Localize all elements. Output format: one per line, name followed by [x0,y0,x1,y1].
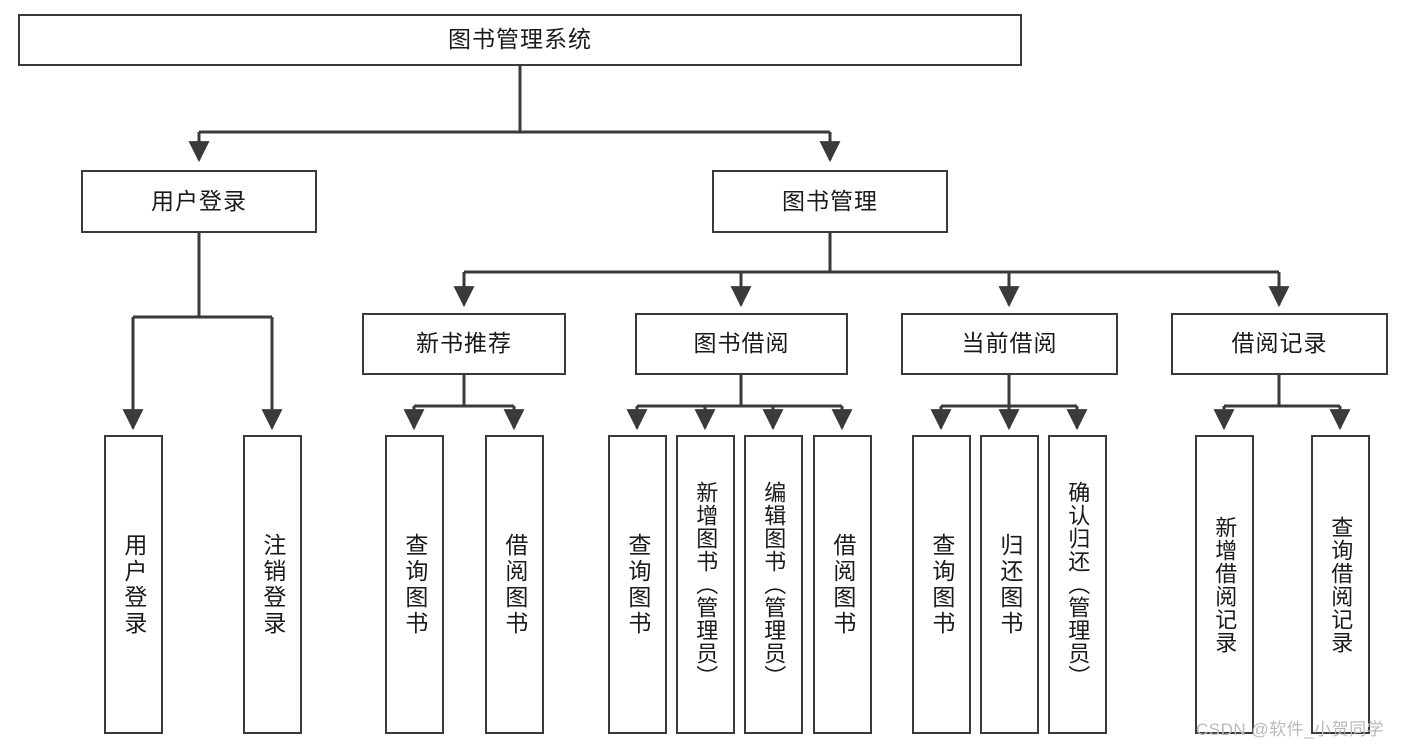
node-label: 查询图书 [624,532,651,637]
node-label: 查询图书 [401,532,428,637]
csdn-watermark: CSDN @软件_小贺同学 [1196,720,1385,739]
leaf-current-borrow-query-book[interactable]: 查询图书 [912,435,971,734]
node-root-book-management-system[interactable]: 图书管理系统 [18,14,1022,66]
leaf-book-borrow-add-book-admin[interactable]: 新增图书（管理员） [676,435,735,734]
node-label: 借阅图书 [501,532,528,637]
node-current-borrow[interactable]: 当前借阅 [901,313,1118,375]
leaf-book-borrow-query-book[interactable]: 查询图书 [608,435,667,734]
node-borrow-record[interactable]: 借阅记录 [1171,313,1388,375]
node-label: 图书管理 [782,187,878,214]
leaf-current-borrow-return-book[interactable]: 归还图书 [980,435,1039,734]
leaf-new-book-borrow-book[interactable]: 借阅图书 [485,435,544,734]
node-label: 用户登录 [151,187,247,214]
node-new-book-recommend[interactable]: 新书推荐 [362,313,566,375]
node-label: 图书借阅 [693,330,790,357]
node-label: 新增图书（管理员） [693,481,719,688]
node-label: 用户登录 [120,532,147,637]
node-label: 查询借阅记录 [1328,515,1354,654]
leaf-current-borrow-confirm-return-admin[interactable]: 确认归还（管理员） [1048,435,1107,734]
leaf-user-login-login[interactable]: 用户登录 [104,435,163,734]
node-label: 确认归还（管理员） [1065,481,1091,688]
leaf-user-login-logout[interactable]: 注销登录 [243,435,302,734]
node-label: 新书推荐 [416,330,512,357]
node-label: 借阅图书 [829,532,856,637]
leaf-borrow-record-query-record[interactable]: 查询借阅记录 [1311,435,1370,734]
leaf-book-borrow-borrow-book[interactable]: 借阅图书 [813,435,872,734]
node-book-management[interactable]: 图书管理 [712,170,948,233]
node-label: 查询图书 [928,532,955,637]
node-book-borrow[interactable]: 图书借阅 [635,313,848,375]
node-label: 归还图书 [996,532,1023,637]
node-user-login[interactable]: 用户登录 [81,170,317,233]
leaf-book-borrow-edit-book-admin[interactable]: 编辑图书（管理员） [744,435,803,734]
leaf-new-book-query-book[interactable]: 查询图书 [385,435,444,734]
node-label: 编辑图书（管理员） [761,481,787,688]
leaf-borrow-record-add-record[interactable]: 新增借阅记录 [1195,435,1254,734]
node-label: 新增借阅记录 [1212,515,1238,654]
node-label: 借阅记录 [1231,330,1328,357]
node-label: 图书管理系统 [448,26,592,53]
node-label: 当前借阅 [961,330,1058,357]
node-label: 注销登录 [259,532,286,637]
